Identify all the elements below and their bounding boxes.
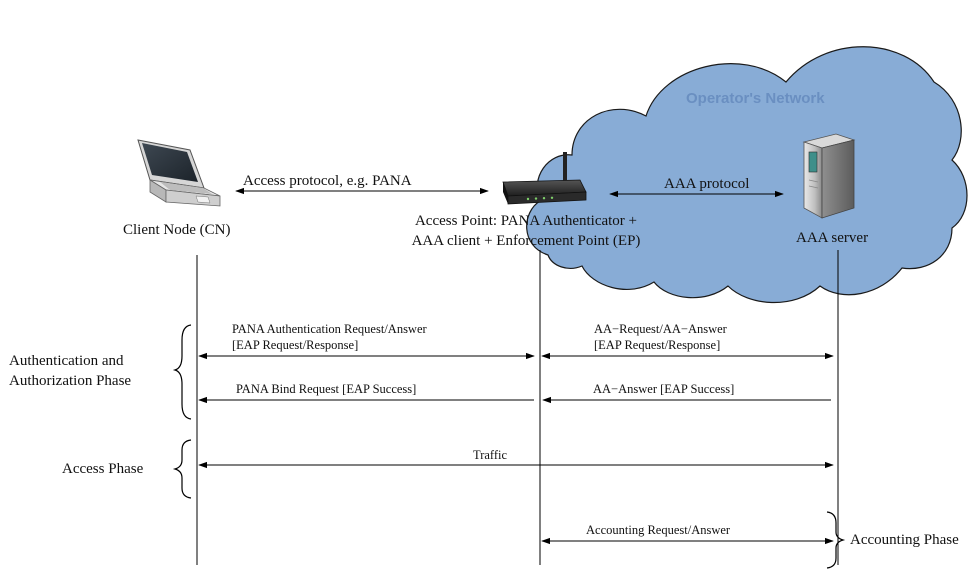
access-phase-brace [172, 439, 192, 499]
accounting-phase-label: Accounting Phase [850, 532, 959, 548]
accounting-message-label: Accounting Request/Answer [586, 523, 731, 537]
aaa-server-label: AAA server [796, 230, 869, 246]
operator-network-cloud [526, 46, 968, 304]
pana-bind-label: PANA Bind Request [EAP Success] [236, 382, 417, 396]
auth-phase-label-line1: Authentication and [9, 353, 124, 369]
aaa-protocol-label: AAA protocol [664, 176, 750, 192]
aa-answer-label: AA−Answer [EAP Success] [593, 382, 735, 396]
client-node-label: Client Node (CN) [123, 222, 231, 238]
traffic-label: Traffic [473, 448, 508, 462]
cloud-title: Operator's Network [686, 90, 825, 107]
aa-request-label-line2: [EAP Request/Response] [594, 338, 721, 352]
access-protocol-label: Access protocol, e.g. PANA [243, 173, 412, 189]
access-point-label-line1: Access Point: PANA Authenticator + [414, 213, 638, 229]
auth-phase-label-line2: Authorization Phase [9, 373, 132, 389]
access-point-label-line2: AAA client + Enforcement Point (EP) [411, 233, 641, 249]
accounting-phase-brace [826, 511, 846, 569]
pana-auth-label-line1: PANA Authentication Request/Answer [232, 322, 427, 336]
aa-request-label-line1: AA−Request/AA−Answer [594, 322, 727, 336]
laptop-icon [137, 139, 221, 207]
router-icon [502, 152, 587, 205]
auth-phase-brace [172, 324, 192, 420]
pana-auth-label-line2: [EAP Request/Response] [232, 338, 359, 352]
access-phase-label: Access Phase [62, 461, 144, 477]
server-icon [802, 133, 856, 219]
